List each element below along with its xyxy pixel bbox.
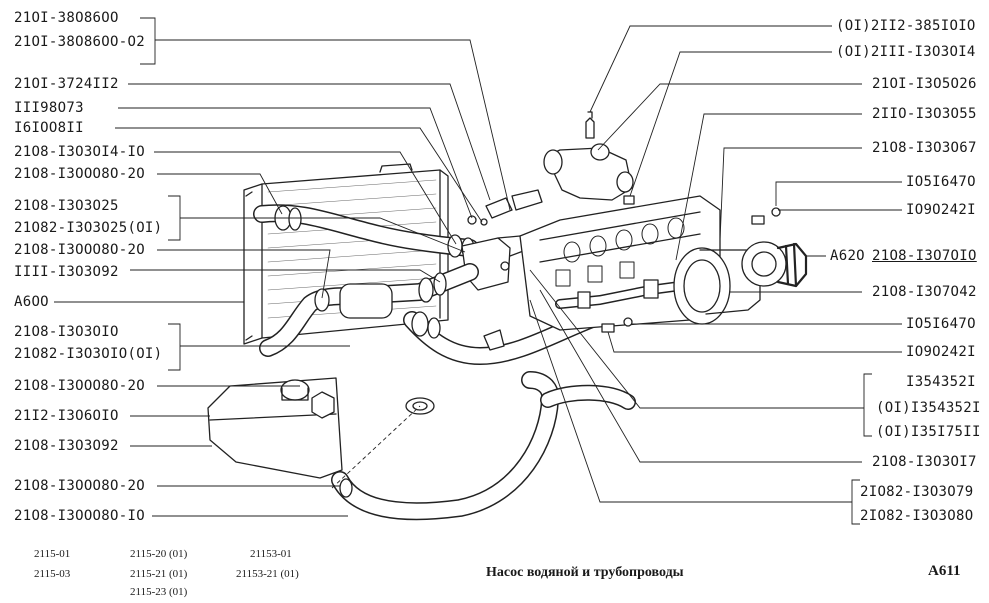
left-label-11: IIII-I3O3O92: [14, 264, 119, 280]
right-label-14: (OI)I354352I: [876, 400, 981, 416]
left-label-9: 21O82-I3O3O25(OI): [14, 220, 163, 236]
right-label-8: A62O: [830, 248, 865, 264]
right-label-13: I354352I: [906, 374, 976, 390]
right-label-18: 2IO82-I3O3O8O: [860, 508, 974, 524]
water-pump: [673, 241, 808, 325]
model-21153-21: 21153-21 (01): [236, 568, 299, 580]
left-label-19: 21O8-I3OOO8O-IO: [14, 508, 145, 524]
left-label-2: 21OI-38O86OO-O2: [14, 34, 145, 50]
right-label-15: (OI)I35I75II: [876, 424, 981, 440]
model-2115-23: 2115-23 (01): [130, 586, 188, 598]
left-label-4: III98O73: [14, 100, 84, 116]
right-label-6: IO5I647O: [906, 174, 976, 190]
right-label-5: 21O8-I3O3O67: [872, 140, 977, 156]
expansion-tank: [207, 377, 343, 479]
model-2115-21: 2115-21 (01): [130, 568, 188, 580]
right-label-17: 2IO82-I3O3O79: [860, 484, 974, 500]
right-label-16: 21O8-I3O3OI7: [872, 454, 977, 470]
thermostat-housing: [461, 235, 527, 291]
sensor-fitting: [467, 189, 543, 226]
left-label-6: 21O8-I3O3OI4-IO: [14, 144, 145, 160]
model-2115-20: 2115-20 (01): [130, 548, 188, 560]
thermostat-outlet: [543, 111, 635, 205]
diagram-title: Насос водяной и трубопроводы: [486, 565, 684, 580]
left-label-7: 21O8-I3OOO8O-2O: [14, 166, 145, 182]
engine-pipe: [555, 279, 685, 309]
lower-hose: [259, 263, 479, 357]
left-label-12: A6OO: [14, 294, 49, 310]
model-21153-01: 21153-01: [250, 548, 292, 560]
left-label-16: 21I2-I3O6OIO: [14, 408, 119, 424]
page-code: A611: [928, 563, 961, 579]
right-label-12: IO9O242I: [906, 344, 976, 360]
left-label-17: 21O8-I3O3O92: [14, 438, 119, 454]
left-label-18: 21O8-I3OOO8O-2O: [14, 478, 145, 494]
left-label-5: I6IOO8II: [14, 120, 84, 136]
left-label-13: 21O8-I3O3OIO: [14, 324, 119, 340]
left-label-8: 21O8-I3O3O25: [14, 198, 119, 214]
model-2115-03: 2115-03: [34, 568, 71, 580]
tank-hose: [331, 371, 636, 521]
left-label-1: 21OI-38O86OO: [14, 10, 119, 26]
right-label-11: IO5I647O: [906, 316, 976, 332]
right-label-10: 21O8-I3O7O42: [872, 284, 977, 300]
left-label-3: 21OI-3724II2: [14, 76, 119, 92]
right-label-7: IO9O242I: [906, 202, 976, 218]
right-label-3: 21OI-I3O5O26: [872, 76, 977, 92]
engine-block: [519, 195, 721, 331]
model-2115-01: 2115-01: [34, 548, 71, 560]
right-label-9: 21O8-I3O7OIO: [872, 248, 977, 264]
right-label-4: 2IIO-I3O3O55: [872, 106, 977, 122]
right-label-1: (OI)2II2-385IOIO: [836, 18, 976, 34]
left-label-14: 21O82-I3O3OIO(OI): [14, 346, 163, 362]
left-label-15: 21O8-I3OOO8O-2O: [14, 378, 145, 394]
right-label-2: (OI)2III-I3O3OI4: [836, 44, 976, 60]
leader-lines: [54, 17, 902, 525]
left-label-10: 21O8-I3OOO8O-2O: [14, 242, 145, 258]
